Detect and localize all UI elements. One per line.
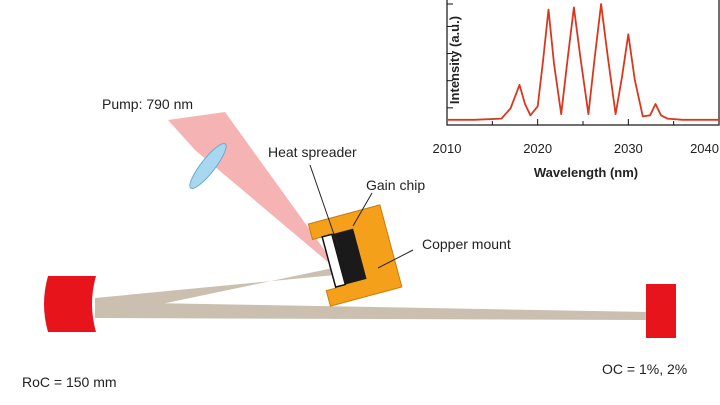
heat-spreader-leader	[309, 164, 339, 247]
x-tick-label: 2020	[523, 141, 552, 156]
pump-label: Pump: 790 nm	[102, 96, 193, 112]
x-tick-label: 2030	[614, 141, 643, 156]
chart-ylabel: Intensity (a.u.)	[447, 16, 462, 104]
curved-mirror	[44, 276, 96, 332]
cavity-beam-arm	[95, 302, 650, 320]
chart-frame	[446, 0, 720, 126]
gain-chip-label: Gain chip	[366, 177, 425, 193]
x-tick-label: 2040	[690, 141, 719, 156]
gain-chip-leader	[352, 192, 373, 227]
pump-lens	[189, 143, 227, 189]
x-tick-label: 2010	[433, 141, 462, 156]
copper-mount-label: Copper mount	[422, 236, 511, 252]
oc-label: OC = 1%, 2%	[602, 361, 687, 377]
output-coupler	[646, 284, 676, 338]
heat-spreader-label: Heat spreader	[268, 144, 357, 160]
spectrum-line	[447, 3, 719, 121]
copper-mount-leader	[377, 249, 414, 269]
cavity-beam	[95, 268, 335, 318]
chart-xlabel: Wavelength (nm)	[534, 165, 638, 180]
pump-beam	[168, 112, 341, 273]
gain-chip	[331, 228, 367, 285]
roc-label: RoC = 150 mm	[22, 374, 117, 390]
spectrum-chart: 2010 2020 2030 2040 Wavelength (nm) Intensi…	[433, 0, 720, 180]
chip-assembly	[307, 204, 403, 307]
